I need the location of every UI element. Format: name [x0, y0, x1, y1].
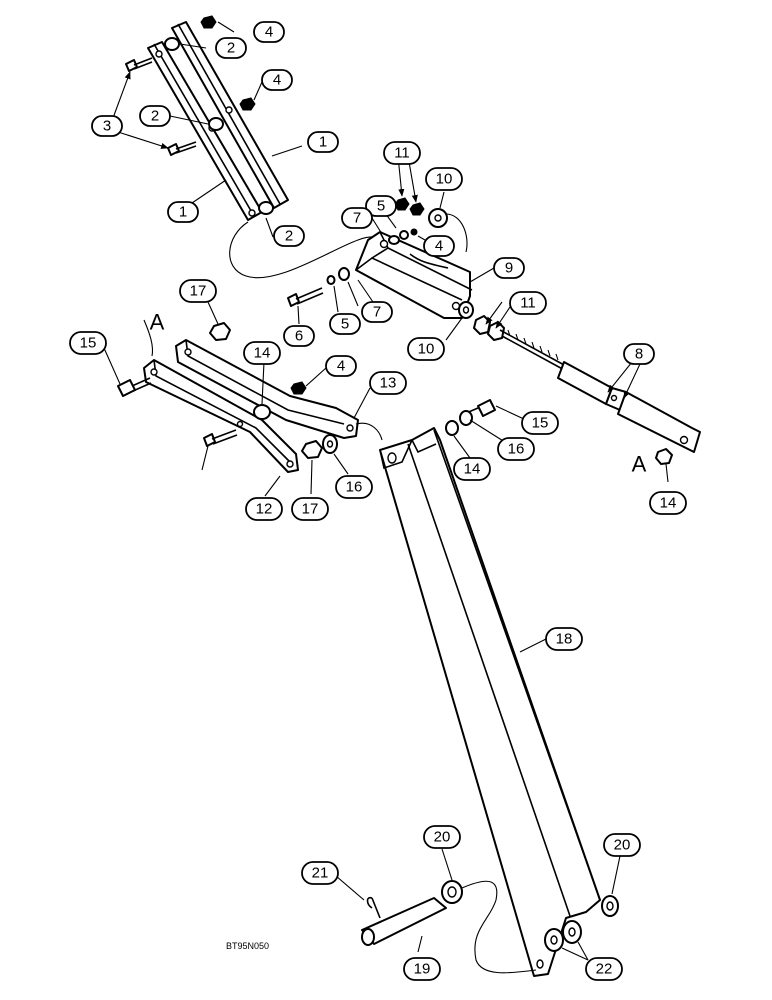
callout-15a: 15	[69, 331, 107, 355]
callout-label: 9	[505, 260, 513, 277]
lever-plates	[143, 339, 359, 473]
callout-13: 13	[369, 371, 407, 395]
callout-17a: 17	[179, 279, 217, 303]
callout-label: 15	[80, 335, 97, 352]
callout-label: 19	[414, 961, 431, 978]
callout-11a: 11	[383, 141, 421, 165]
callout-14c: 14	[649, 491, 687, 515]
callout-6: 6	[283, 325, 315, 347]
callout-9: 9	[493, 257, 525, 279]
callout-19: 19	[403, 957, 441, 981]
callout-20a: 20	[423, 825, 461, 849]
callout-2b: 2	[139, 105, 171, 127]
bracket-hardware	[326, 197, 448, 285]
callout-11b: 11	[509, 291, 547, 315]
callout-label: 11	[520, 295, 536, 312]
callout-label: 10	[418, 341, 435, 358]
pin	[361, 896, 447, 946]
callout-label: 14	[464, 461, 481, 478]
callout-label: 7	[373, 304, 381, 321]
callout-18: 18	[545, 627, 583, 651]
callout-7b: 7	[361, 301, 393, 323]
callout-label: 14	[660, 495, 677, 512]
callout-label: 8	[635, 346, 643, 363]
callout-14b: 14	[453, 457, 491, 481]
callout-label: 10	[436, 171, 453, 188]
callout-22: 22	[585, 957, 623, 981]
callout-1a: 1	[307, 131, 339, 153]
callout-label: 17	[302, 501, 319, 518]
nut-14-right	[655, 448, 673, 465]
bushings	[164, 37, 274, 215]
callout-1b: 1	[167, 201, 199, 223]
callout-21: 21	[301, 861, 339, 885]
lever-hardware	[117, 322, 496, 459]
callout-label: 11	[394, 145, 410, 162]
bottom-hardware	[441, 880, 619, 952]
callout-label: 22	[596, 961, 613, 978]
bolt-6	[287, 287, 324, 307]
callout-5b: 5	[329, 313, 361, 335]
callout-3a: 3	[91, 115, 123, 137]
callout-label: 2	[227, 40, 235, 57]
reference-letter-a-left: A	[150, 310, 165, 335]
callout-label: 4	[337, 358, 345, 375]
callout-label: 16	[346, 479, 363, 496]
callout-label: 5	[377, 198, 385, 215]
callout-label: 17	[190, 283, 207, 300]
callout-label: 18	[556, 631, 573, 648]
drawing-code: BT95N050	[226, 941, 269, 951]
callout-label: 4	[273, 72, 281, 89]
callout-7a: 7	[341, 207, 373, 229]
callout-label: 4	[265, 24, 273, 41]
callout-label: 1	[319, 134, 327, 151]
callout-16b: 16	[335, 475, 373, 499]
turnbuckle-rod	[458, 301, 701, 453]
callout-5a: 5	[365, 195, 397, 217]
callout-14a: 14	[243, 341, 281, 365]
leader-lines	[103, 21, 669, 961]
callout-label: 1	[179, 204, 187, 221]
bolts-top	[125, 57, 197, 156]
callout-10b: 10	[407, 337, 445, 361]
callout-label: 4	[435, 238, 443, 255]
callout-label: 5	[341, 316, 349, 333]
callout-8: 8	[623, 343, 655, 365]
callout-label: 20	[434, 829, 451, 846]
callout-label: 15	[532, 415, 549, 432]
callout-4c: 4	[423, 235, 455, 257]
bushing-14-left	[253, 404, 271, 420]
callout-label: 7	[353, 210, 361, 227]
callout-label: 6	[295, 328, 303, 345]
callout-label: 3	[103, 118, 111, 135]
callout-4b: 4	[261, 69, 293, 91]
callout-label: 13	[380, 375, 397, 392]
callout-label: 12	[256, 501, 273, 518]
callout-label: 2	[151, 108, 159, 125]
callout-2c: 2	[273, 225, 305, 247]
reference-letter-a-right: A	[632, 452, 647, 477]
callout-4d: 4	[325, 355, 357, 377]
callout-label: 20	[614, 837, 631, 854]
long-arm	[379, 427, 601, 977]
callout-2a: 2	[215, 37, 247, 59]
callout-16a: 16	[497, 437, 535, 461]
callout-15b: 15	[521, 411, 559, 435]
callout-label: 21	[312, 865, 329, 882]
callout-label: 2	[285, 228, 293, 245]
callout-20b: 20	[603, 833, 641, 857]
callout-label: 14	[254, 345, 271, 362]
callout-17b: 17	[291, 497, 329, 521]
callout-4a: 4	[253, 21, 285, 43]
nuts-top	[200, 15, 256, 111]
callout-12: 12	[245, 497, 283, 521]
callout-label: 16	[508, 441, 525, 458]
link-arm-pair	[147, 21, 289, 221]
callout-10a: 10	[425, 167, 463, 191]
